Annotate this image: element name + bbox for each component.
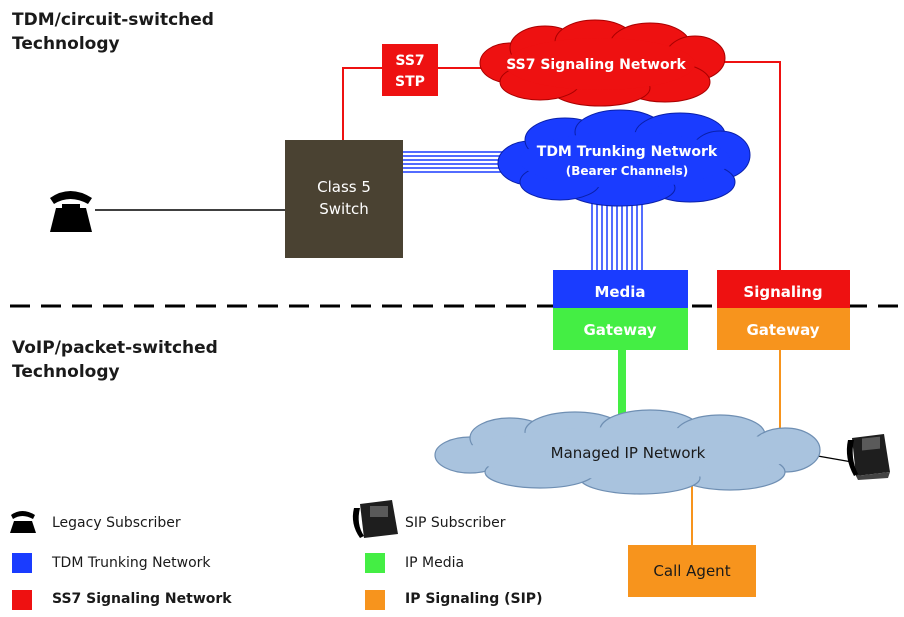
media-gateway-top <box>553 270 688 308</box>
legend-label-tdm: TDM Trunking Network <box>52 555 211 571</box>
tdm-heading-line2: Technology <box>12 34 120 54</box>
signaling-gateway-label-top: Signaling <box>743 283 822 301</box>
legend-swatch-ip-media <box>365 553 385 573</box>
tdm-cloud-label-line2: (Bearer Channels) <box>566 164 688 178</box>
ip-cloud-label: Managed IP Network <box>551 444 706 462</box>
legend-label-ip-media: IP Media <box>405 555 465 571</box>
class5-switch-box <box>285 140 403 258</box>
ss7-stp-label-line2: STP <box>395 74 425 90</box>
ss7-stp-box <box>382 44 438 96</box>
legend-sip-phone-icon <box>352 500 398 538</box>
legend-label-sip-subscriber: SIP Subscriber <box>405 515 506 531</box>
legend-label-legacy-subscriber: Legacy Subscriber <box>52 515 181 531</box>
tdm-trunking-cloud <box>497 109 751 207</box>
ss7-signaling-cloud <box>479 19 726 107</box>
class5-to-stp-link <box>342 67 382 140</box>
media-gateway-bottom <box>553 308 688 350</box>
media-gateway-label-bottom: Gateway <box>583 321 656 339</box>
media-gateway-label-top: Media <box>594 283 645 301</box>
call-agent-box <box>628 545 756 597</box>
voip-heading-line1: VoIP/packet-switched <box>12 338 218 358</box>
voip-section-heading: VoIP/packet-switched Technology <box>12 336 218 384</box>
tdm-cloud-label-line1: TDM Trunking Network <box>537 144 718 160</box>
sip-phone-icon <box>846 434 890 480</box>
managed-ip-cloud <box>434 409 821 495</box>
call-agent-label: Call Agent <box>653 562 730 580</box>
legend-label-ip-signaling: IP Signaling (SIP) <box>405 591 543 607</box>
signaling-gateway-label-bottom: Gateway <box>746 321 819 339</box>
ss7-stp-label-line1: SS7 <box>395 53 424 69</box>
legend-swatch-ss7 <box>12 590 32 610</box>
class5-label-line1: Class 5 <box>317 178 371 196</box>
signaling-gateway-top <box>717 270 850 308</box>
ip-media-link <box>618 350 626 430</box>
legend-legacy-phone-icon <box>10 511 36 533</box>
voip-heading-line2: Technology <box>12 362 120 382</box>
ss7-cloud-to-signaling-gw-link <box>700 61 781 270</box>
signaling-gateway-bottom <box>717 308 850 350</box>
class5-label-line2: Switch <box>319 200 369 218</box>
legend-swatch-ip-signaling <box>365 590 385 610</box>
legend-label-ss7: SS7 Signaling Network <box>52 591 232 607</box>
legacy-phone-icon <box>50 191 92 232</box>
tdm-section-heading: TDM/circuit-switched Technology <box>12 8 214 56</box>
tdm-heading-line1: TDM/circuit-switched <box>12 10 214 30</box>
legend-swatch-tdm <box>12 553 32 573</box>
ss7-cloud-label: SS7 Signaling Network <box>506 57 686 73</box>
